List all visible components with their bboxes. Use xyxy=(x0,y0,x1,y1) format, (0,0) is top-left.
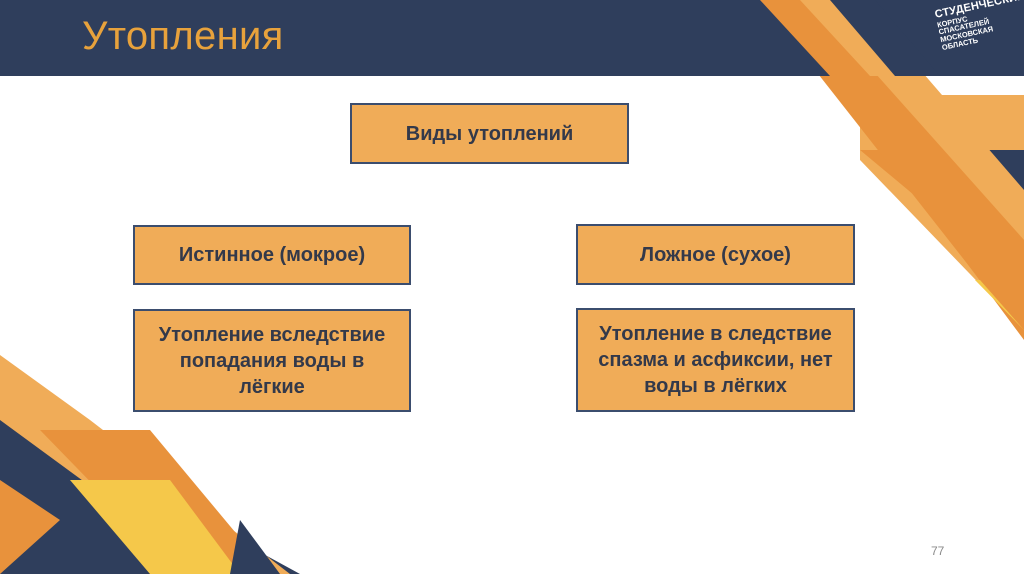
false-drowning-description-box: Утопление в следствие спазма и асфиксии,… xyxy=(576,308,855,412)
true-drowning-label: Истинное (мокрое) xyxy=(178,244,366,266)
bottom-left-orange-2 xyxy=(0,480,60,574)
diagram-root-box: Виды утоплений xyxy=(350,103,629,164)
bottom-left-navy-2 xyxy=(230,520,280,574)
diagram-root-label: Виды утоплений xyxy=(405,122,574,145)
true-drowning-description-box: Утопление вследствие попадания воды в лё… xyxy=(133,309,411,412)
false-drowning-description: Утопление в следствие спазма и асфиксии,… xyxy=(598,323,833,397)
top-right-band xyxy=(760,0,1024,330)
false-drowning-box: Ложное (сухое) xyxy=(576,224,855,285)
slide-title: Утопления xyxy=(82,14,284,58)
page-number: 77 xyxy=(931,544,945,558)
true-drowning-description: Утопление вследствие попадания воды в лё… xyxy=(158,323,386,398)
true-drowning-box: Истинное (мокрое) xyxy=(133,225,411,285)
bottom-left-yellow xyxy=(70,480,240,574)
false-drowning-label: Ложное (сухое) xyxy=(640,243,791,266)
